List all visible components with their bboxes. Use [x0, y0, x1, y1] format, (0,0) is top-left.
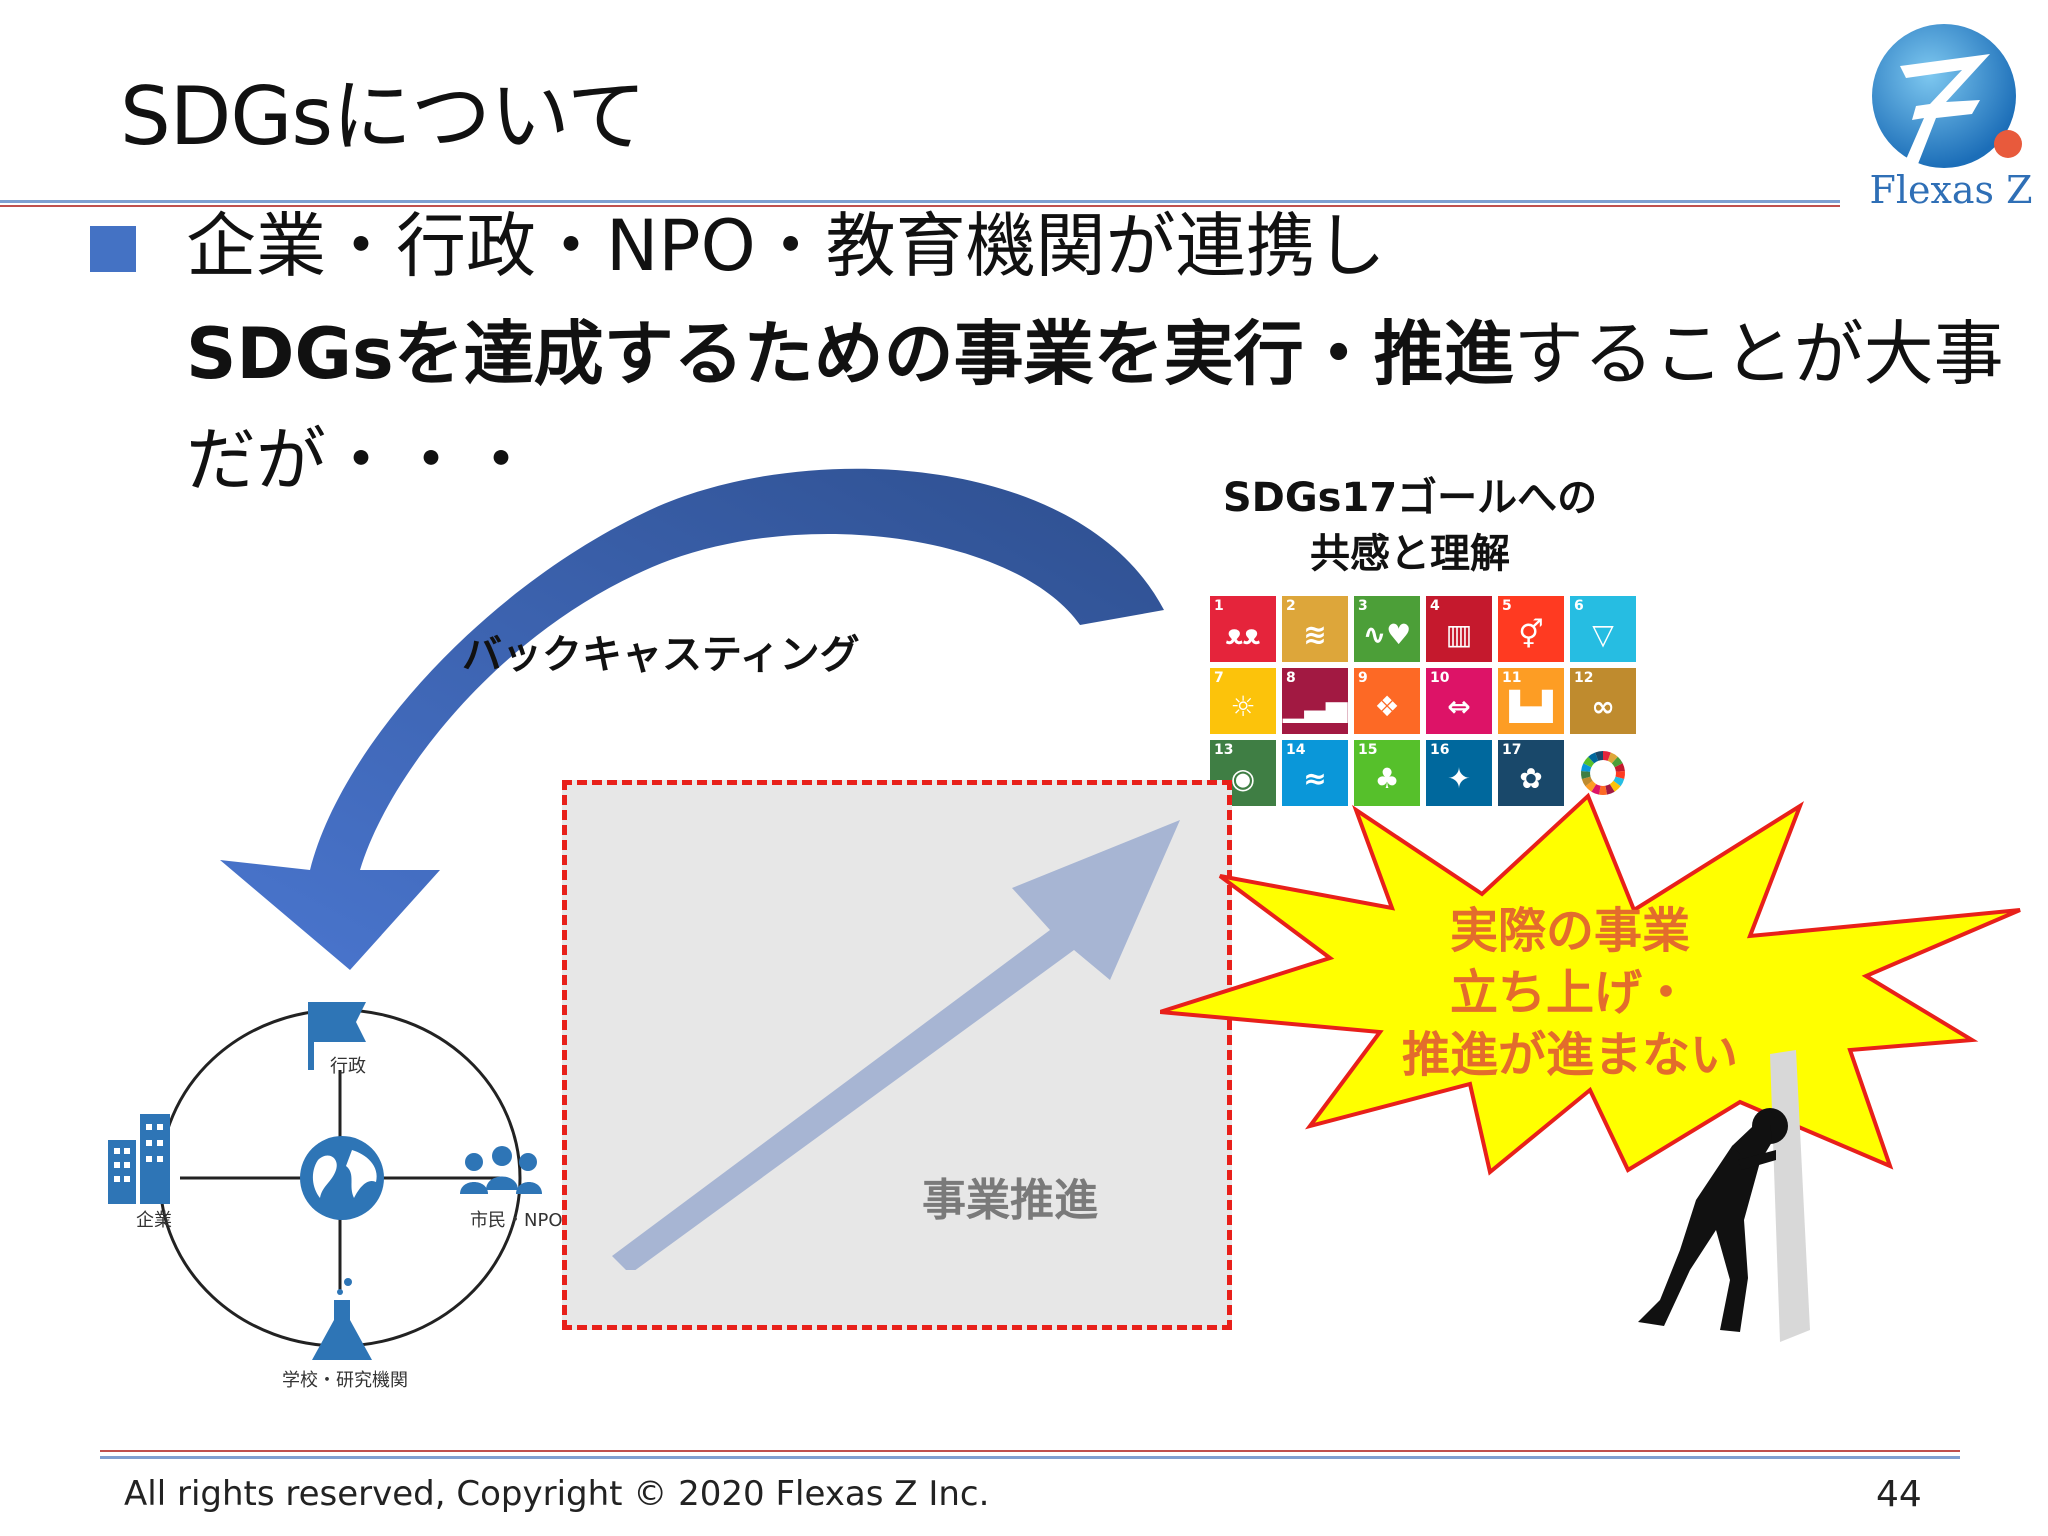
sdg-tile-number: 12 [1574, 670, 1594, 686]
node-label-government: 行政 [330, 1056, 366, 1077]
eye-icon: ◉ [1230, 762, 1256, 795]
sdg-wheel-icon [1580, 751, 1626, 795]
sdg-tile-number: 17 [1502, 742, 1522, 758]
sdg-tile-12: 12 ∞ [1570, 668, 1636, 734]
sdg-tile-number: 14 [1286, 742, 1306, 758]
sdg-tile-number: 5 [1502, 598, 1512, 614]
sdg-tile-11: 11 ▙▟ [1498, 668, 1564, 734]
sdg-tile-number: 8 [1286, 670, 1296, 686]
backcasting-label: バックキャスティング [462, 632, 860, 678]
node-label-company: 企業 [136, 1210, 172, 1231]
equality-icon: ⇔ [1447, 690, 1471, 723]
burst-text: 実際の事業 立ち上げ・ 推進が進まない [1370, 900, 1770, 1086]
gender-icon: ⚥ [1518, 618, 1544, 651]
sdg-tile-number: 4 [1430, 598, 1440, 614]
company-building-icon [108, 1114, 170, 1204]
explosion-burst [1160, 792, 2021, 1176]
sdg-tile-number: 13 [1214, 742, 1234, 758]
node-label-school: 学校・研究機関 [282, 1370, 408, 1391]
sdg-tile-4: 4▥ [1426, 596, 1492, 662]
book-icon: ▥ [1445, 618, 1473, 651]
flower-icon: ✿ [1519, 762, 1543, 795]
sdg-tile-wheel [1570, 740, 1636, 806]
goals-heading: SDGs17ゴールへの 共感と理解 [1180, 470, 1640, 582]
sdg-tile-number: 15 [1358, 742, 1378, 758]
bowl-icon: ≋ [1303, 618, 1327, 651]
bullet-line-2-rest: することが大事 [1513, 313, 2004, 395]
sdg-tile-8: 8 ▁▃▅ [1282, 668, 1348, 734]
header-divider-red [0, 205, 1840, 207]
slide-title: SDGsについて [120, 70, 647, 163]
burst-line-2: 立ち上げ・ [1449, 965, 1690, 1021]
sdg-tile-number: 10 [1430, 670, 1450, 686]
footer-divider-red [100, 1450, 1960, 1452]
logo-text: Flexas Z [1869, 168, 2033, 212]
globe-icon [300, 1136, 384, 1220]
sdg-tile-2: 2≋ [1282, 596, 1348, 662]
government-flag-icon [308, 1002, 366, 1070]
city-icon: ▙▟ [1509, 690, 1553, 723]
man-pushing-wall-illustration [1638, 1050, 1810, 1342]
sdg-tile-10: 10 ⇔ [1426, 668, 1492, 734]
sdg-tile-3: 3 ∿♥ [1354, 596, 1420, 662]
flexas-z-logo [1872, 24, 2022, 168]
sdg-tile-number: 7 [1214, 670, 1224, 686]
sdg-tile-number: 16 [1430, 742, 1450, 758]
goals-heading-line-1: SDGs17ゴールへの [1222, 475, 1598, 521]
sdg-tile-16: 16 ✦ [1426, 740, 1492, 806]
cubes-icon: ❖ [1374, 690, 1400, 723]
sun-icon: ☼ [1230, 690, 1256, 723]
growth-icon: ▁▃▅ [1282, 690, 1348, 723]
promotion-label: 事業推進 [922, 1175, 1098, 1226]
bullet-line-2: SDGsを達成するための事業を実行・推進することが大事 [186, 304, 2004, 404]
page-number: 44 [1876, 1474, 1922, 1515]
research-flask-icon [312, 1278, 372, 1360]
sdg-tile-6: 6▽ [1570, 596, 1636, 662]
copyright-text: All rights reserved, Copyright © 2020 Fl… [124, 1474, 990, 1514]
sdg-tile-13: 13 ◉ [1210, 740, 1276, 806]
burst-line-1: 実際の事業 [1449, 903, 1690, 959]
node-label-citizen: 市民・NPO [470, 1210, 563, 1231]
heartbeat-icon: ∿♥ [1362, 618, 1412, 651]
bullet-line-2-bold: SDGsを達成するための事業を実行・推進 [186, 313, 1514, 395]
sdg-tile-number: 3 [1358, 598, 1368, 614]
sdg-tile-number: 6 [1574, 598, 1584, 614]
sdg-tile-number: 2 [1286, 598, 1296, 614]
sdg-tile-number: 1 [1214, 598, 1224, 614]
sdg-tile-15: 15 ♣ [1354, 740, 1420, 806]
bullet-square [90, 226, 136, 272]
sdg-tile-number: 11 [1502, 670, 1522, 686]
header-divider-blue [0, 200, 1840, 203]
sdg-tile-14: 14 ≈ [1282, 740, 1348, 806]
bullet-line-1: 企業・行政・NPO・教育機関が連携し [186, 205, 1386, 287]
people-icon: ᴥᴥ [1225, 618, 1261, 651]
promotion-arrow [612, 820, 1180, 1270]
backcasting-arrow [220, 468, 1164, 970]
stakeholder-network-diagram [108, 1002, 542, 1360]
bullet-line-3: だが・・・ [186, 419, 536, 501]
sdg-tile-7: 7☼ [1210, 668, 1276, 734]
citizens-group-icon [460, 1146, 542, 1194]
water-icon: ▽ [1592, 618, 1614, 651]
tree-icon: ♣ [1374, 762, 1400, 795]
fish-icon: ≈ [1303, 762, 1327, 795]
burst-line-3: 推進が進まない [1401, 1027, 1738, 1083]
goals-heading-line-2: 共感と理解 [1310, 531, 1510, 577]
sdg-tile-5: 5⚥ [1498, 596, 1564, 662]
sdg-tile-9: 9❖ [1354, 668, 1420, 734]
sdg-tile-17: 17 ✿ [1498, 740, 1564, 806]
sdg-tile-number: 9 [1358, 670, 1368, 686]
dove-icon: ✦ [1447, 762, 1471, 795]
infinity-icon: ∞ [1591, 690, 1615, 723]
footer-divider-blue [100, 1456, 1960, 1459]
